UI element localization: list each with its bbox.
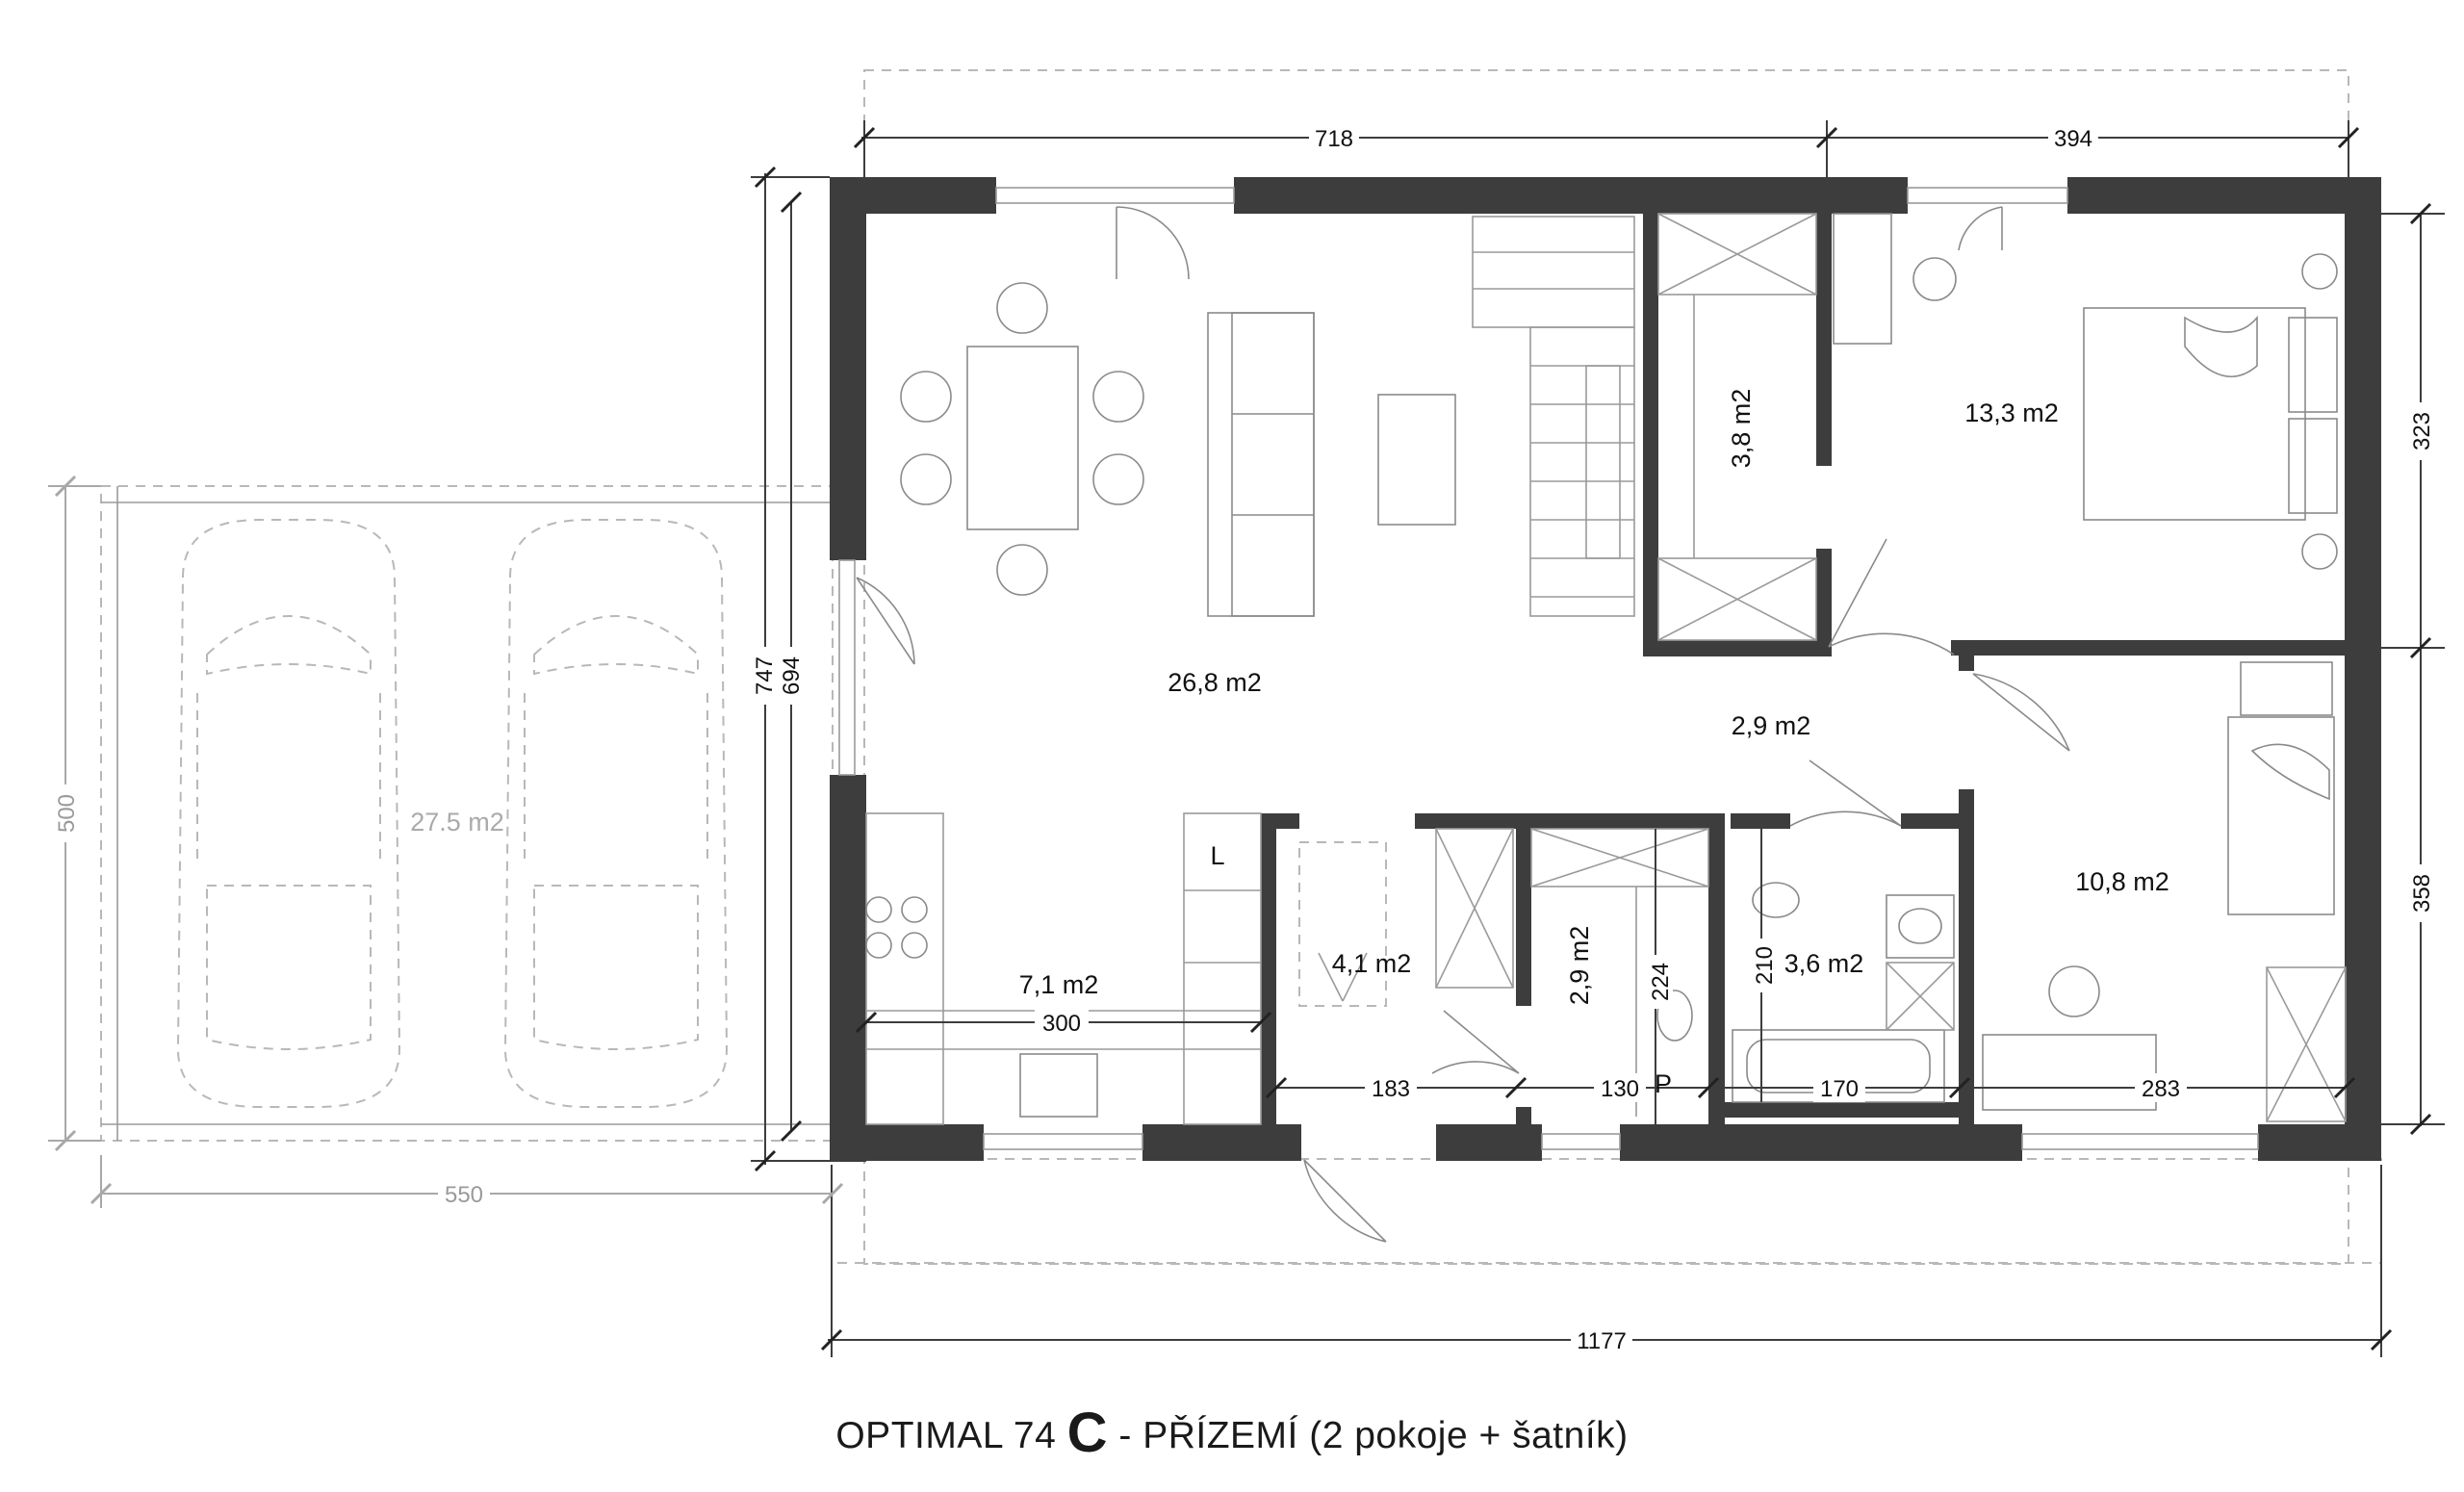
dimension-labels: 718 394 1177 747 694 323 358 300 183 130…	[53, 123, 2435, 1354]
dimension-lines	[48, 120, 2445, 1357]
coffee-table	[1377, 394, 1456, 526]
pantry-label: L	[1210, 841, 1224, 870]
sink-icon	[1019, 1053, 1098, 1118]
walls	[830, 177, 2381, 1162]
room-bedroom-bottom-area: 10,8 m2	[2075, 867, 2169, 896]
chair-icon	[2048, 965, 2100, 1017]
room-bedroom-top-area: 13,3 m2	[1964, 399, 2059, 427]
chair-icon	[1092, 371, 1144, 423]
chair-icon	[900, 371, 952, 423]
dim-358: 358	[2409, 874, 2435, 913]
kitchen-furniture	[865, 812, 1262, 1125]
toilet-icon	[1752, 882, 1800, 918]
dim-224: 224	[1648, 963, 1674, 1001]
room-living-area: 26,8 m2	[1168, 668, 1262, 697]
chair-icon	[1092, 453, 1144, 505]
dim-283: 283	[2142, 1076, 2180, 1102]
chair-icon	[1912, 257, 1957, 301]
hob-icon	[865, 896, 892, 923]
dim-500: 500	[54, 794, 80, 833]
staircase	[1472, 216, 1635, 617]
caption-variant: C	[1066, 1402, 1109, 1464]
room-hall-area: 2,9 m2	[1732, 711, 1811, 740]
windows	[838, 187, 2259, 1150]
sofa	[1207, 312, 1315, 617]
car-icon	[503, 519, 729, 1108]
dim-323: 323	[2409, 412, 2435, 450]
dim-694: 694	[779, 656, 805, 695]
garage	[100, 485, 834, 1142]
bedroom-top-furniture	[1833, 213, 2338, 570]
caption-suffix: - PŘÍZEMÍ (2 pokoje + šatník)	[1118, 1415, 1629, 1456]
plan-caption: OPTIMAL 74 C - PŘÍZEMÍ (2 pokoje + šatní…	[0, 1401, 2464, 1465]
p-label: P	[1655, 1069, 1672, 1098]
lamp-icon	[2301, 533, 2338, 570]
dining-table	[966, 346, 1079, 530]
room-wardrobe-area: 3,8 m2	[1727, 389, 1756, 469]
single-bed	[2227, 716, 2335, 915]
room-bathroom-area: 3,6 m2	[1784, 949, 1864, 978]
living-furniture	[900, 282, 1456, 617]
dim-170: 170	[1820, 1076, 1859, 1102]
doors	[856, 206, 2070, 1243]
chair-icon	[996, 544, 1048, 596]
bedroom-bottom-furniture	[1982, 661, 2347, 1122]
dim-300: 300	[1042, 1011, 1081, 1037]
toilet-icon	[1656, 990, 1693, 1042]
dim-747: 747	[752, 656, 778, 695]
dim-718: 718	[1315, 126, 1353, 152]
desk	[1833, 213, 1892, 345]
dim-550: 550	[445, 1182, 483, 1208]
caption-prefix: OPTIMAL 74	[835, 1415, 1057, 1456]
hob-icon	[901, 932, 928, 959]
chair-icon	[996, 282, 1048, 334]
dim-1177: 1177	[1577, 1328, 1627, 1354]
wardrobe-furniture	[1657, 213, 1817, 641]
room-storage-area: 4,1 m2	[1332, 949, 1412, 978]
dim-130: 130	[1601, 1076, 1639, 1102]
dim-210: 210	[1752, 946, 1778, 985]
room-wc-area: 2,9 m2	[1565, 926, 1594, 1006]
desk	[1982, 1034, 2157, 1111]
lamp-icon	[2301, 253, 2338, 290]
hob-icon	[901, 896, 928, 923]
room-kitchen-area: 7,1 m2	[1019, 970, 1099, 999]
chair-icon	[900, 453, 952, 505]
room-garage-area: 27.5 m2	[410, 808, 504, 836]
room-labels: 26,8 m2 3,8 m2 13,3 m2 2,9 m2 10,8 m2 7,…	[410, 389, 2169, 1098]
dim-183: 183	[1372, 1076, 1410, 1102]
washbasin-icon	[1886, 894, 1955, 959]
double-bed	[2083, 307, 2306, 521]
dim-394: 394	[2054, 126, 2092, 152]
storage-furniture	[1298, 828, 1514, 1007]
car-icon	[176, 519, 401, 1108]
hob-icon	[865, 932, 892, 959]
